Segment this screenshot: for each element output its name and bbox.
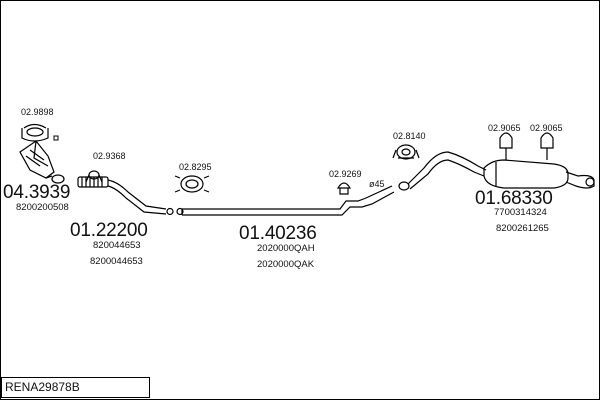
rear-box-oe1: 7700314324	[494, 207, 547, 218]
front-pipe-drawing	[77, 176, 184, 216]
clamp-d-drawing	[392, 144, 420, 160]
clamp-b-drawing	[174, 175, 210, 193]
clamp-top-code: 02.9898	[21, 107, 54, 117]
hanger-f-code: 02.9065	[530, 123, 563, 133]
front-pipe-oe2: 8200044653	[90, 256, 143, 267]
hanger-f-drawing	[540, 132, 554, 160]
rear-box-drawing	[398, 151, 595, 191]
clamp-d-code: 02.8140	[393, 131, 426, 141]
catalyst-drawing	[19, 140, 65, 184]
hanger-c-code: 02.9269	[329, 169, 362, 179]
gasket-a-code: 02.9368	[93, 151, 126, 161]
front-pipe-oe1: 820044653	[93, 240, 141, 251]
hanger-e-drawing	[499, 132, 513, 160]
middle-pipe-drawing	[181, 185, 395, 216]
clamp-b-code: 02.8295	[179, 162, 212, 172]
diagram-title: RENA29878B	[1, 377, 150, 398]
middle-pipe-oe2: 2020000QAK	[257, 259, 315, 270]
front-pipe-code: 01.22200	[70, 220, 148, 241]
catalyst-oe: 8200200508	[16, 202, 69, 213]
rear-box-code: 01.68330	[475, 188, 553, 209]
clamp-top-drawing	[21, 123, 49, 142]
rear-box-oe2: 8200261265	[496, 223, 549, 234]
middle-pipe-oe1: 2020000QAH	[257, 243, 315, 254]
bolt-small	[53, 135, 59, 141]
pipe-diameter: ø45	[369, 179, 385, 189]
middle-pipe-code: 01.40236	[239, 223, 317, 244]
catalyst-code: 04.3939	[3, 182, 71, 203]
hanger-e-code: 02.9065	[488, 123, 521, 133]
hanger-c-drawing	[336, 182, 352, 195]
